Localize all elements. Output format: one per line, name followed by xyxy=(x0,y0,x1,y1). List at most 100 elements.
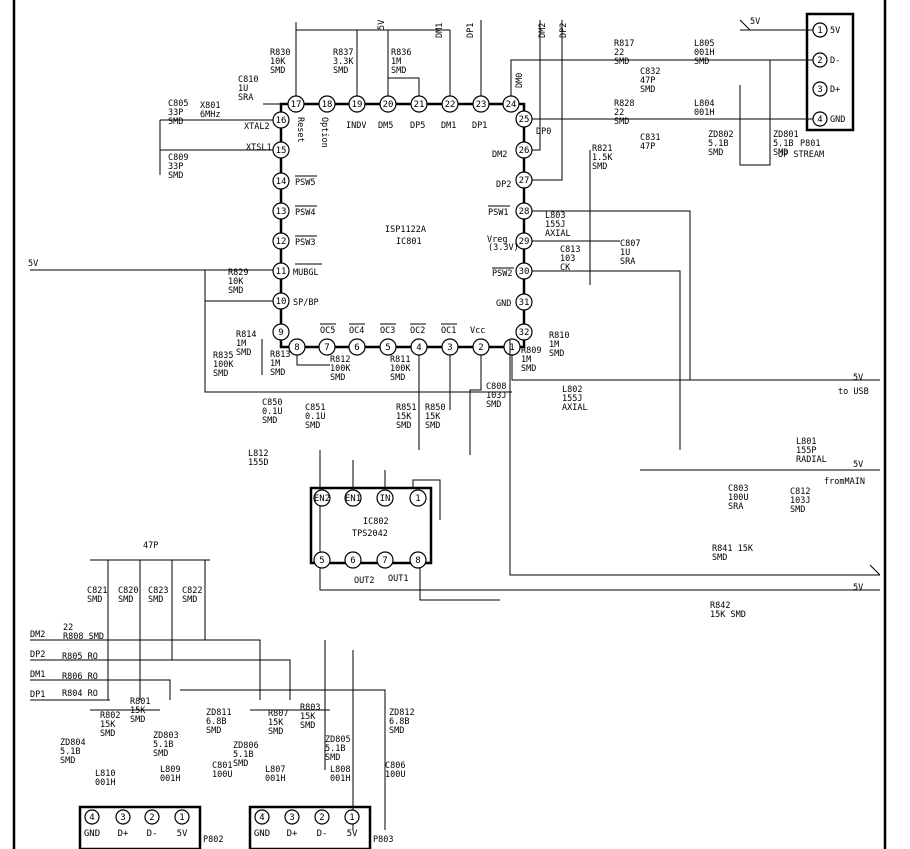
component-label-line: C823 xyxy=(148,586,168,596)
p802-pin-label: D- xyxy=(147,829,158,839)
p802-pin-label: GND xyxy=(84,829,100,839)
component-label-line: 1U xyxy=(620,248,630,258)
net-label: DM2 xyxy=(30,630,45,640)
component-label-line: R830 xyxy=(270,48,290,58)
component-label-line: SMD xyxy=(640,85,655,95)
component-label-line: 5.1B xyxy=(60,747,80,757)
ic801-pin-label: DM2 xyxy=(492,150,507,160)
component-label-line: 103J xyxy=(486,391,506,401)
component-label-line: R807 xyxy=(268,709,288,719)
ic802-pin-label: IN xyxy=(380,494,391,504)
net-label: 5V xyxy=(750,17,760,27)
ic801-pin-label: DP0 xyxy=(536,127,551,137)
p801-pin-number: 1 xyxy=(817,26,822,36)
component-label-line: 15K xyxy=(300,712,316,722)
component-label-line: SMD xyxy=(206,726,221,736)
ic801-pin-label: PSW2 xyxy=(492,269,512,279)
component-label-line: R808 SMD xyxy=(63,632,104,642)
component-label-line: C851 xyxy=(305,403,325,413)
component-label-line: L807 xyxy=(265,765,285,775)
component-label-line: L812 xyxy=(248,449,268,459)
component-label-r806: R806 RO xyxy=(62,672,98,682)
component-label-line: 155J xyxy=(562,394,582,404)
component-label-line: 47P xyxy=(143,541,158,551)
p802-pin-label: D+ xyxy=(118,829,129,839)
p801-pin-number: 4 xyxy=(817,115,822,125)
component-label-line: R850 xyxy=(425,403,445,413)
component-label-line: SMD xyxy=(425,421,440,431)
component-label-line: 100K xyxy=(390,364,411,374)
ic802-pin-number: 1 xyxy=(415,494,420,504)
ic801-pin-number: 1 xyxy=(509,343,514,353)
component-label-line: 5.1B xyxy=(708,139,728,149)
component-label-line: 15K xyxy=(100,720,116,730)
component-label-line: L801 xyxy=(796,437,816,447)
component-label-line: 001H xyxy=(265,774,285,784)
net-label: DP2 xyxy=(559,23,569,38)
component-label-line: L809 xyxy=(160,765,180,775)
component-label-line: ZD806 xyxy=(233,741,259,751)
component-label-line: C812 xyxy=(790,487,810,497)
p801-pin-number: 2 xyxy=(817,56,822,66)
net-label: to USB xyxy=(838,387,869,397)
ic801-pin-number: 4 xyxy=(416,343,421,353)
component-label-line: SMD xyxy=(87,595,102,605)
component-label-line: 100U xyxy=(385,770,405,780)
component-label-line: 001H xyxy=(694,48,714,58)
component-label-line: ZD811 xyxy=(206,708,232,718)
component-label-line: SRA xyxy=(620,257,635,267)
ic802-pin-number: 8 xyxy=(415,556,420,566)
ic801-pin-label: DM5 xyxy=(378,121,393,131)
ic801-pin-number: 6 xyxy=(354,343,359,353)
net-label: 5V xyxy=(853,460,863,470)
component-label-line: 22 xyxy=(614,48,624,58)
component-label-line: SMD xyxy=(182,595,197,605)
p803-pin-label: D+ xyxy=(287,829,298,839)
component-label-line: 0.1U xyxy=(305,412,325,422)
p801-pin-label: D+ xyxy=(830,85,840,95)
component-label-line: SMD xyxy=(153,749,168,759)
p801-pin-label: 5V xyxy=(830,26,840,36)
p801-pin-label: D- xyxy=(830,56,840,66)
component-label-line: SMD xyxy=(236,348,251,358)
p803-pins: 4 GND 3 D+ 2 D- 1 5V P803 xyxy=(254,809,393,845)
net-label: DM1 xyxy=(30,670,45,680)
net-labels: 5V 5V 5V 5V to USB 5V fromMAIN 5V DM1 DP… xyxy=(28,17,869,700)
net-label: 5V xyxy=(377,20,387,30)
ic801-pin-label: DP5 xyxy=(410,121,425,131)
component-label-line: R813 xyxy=(270,350,290,360)
component-label-line: 6.8B xyxy=(389,717,409,727)
ic801-pin-label: DM1 xyxy=(441,121,456,131)
component-label-line: 103J xyxy=(790,496,810,506)
component-label-line: 155D xyxy=(248,458,268,468)
p803-pin-number: 1 xyxy=(349,813,354,823)
component-label-line: SMD xyxy=(233,759,248,769)
component-label-line: 1U xyxy=(238,84,248,94)
component-label-line: 10K xyxy=(270,57,286,67)
ic801-pin-label: PSW4 xyxy=(295,208,315,218)
component-label-line: SMD xyxy=(228,286,243,296)
ic801-pins: 1 2 3 4 5 6 7 8 9 10 11 12 13 14 15 16 1… xyxy=(272,95,533,356)
net-label: DP1 xyxy=(30,690,45,700)
component-label-line: L803 xyxy=(545,211,565,221)
component-label-line: SMD xyxy=(118,595,133,605)
component-label-line: CK xyxy=(560,263,571,273)
wires xyxy=(30,19,881,830)
